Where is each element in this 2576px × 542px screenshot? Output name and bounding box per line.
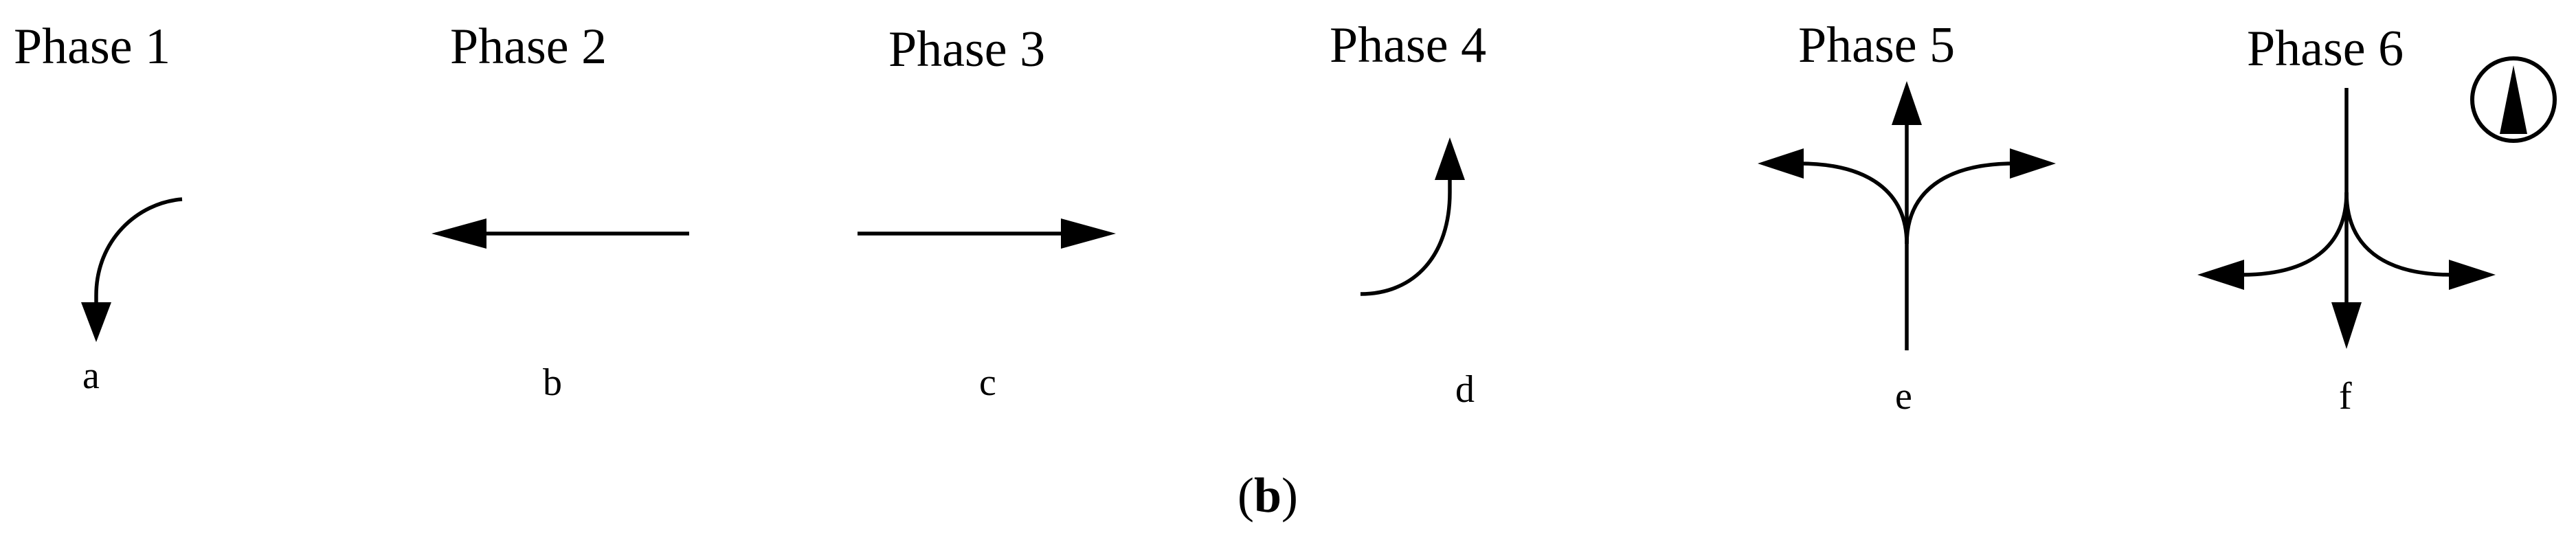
- caption-close-paren: ): [1281, 468, 1298, 523]
- north-arrow-icon: [2470, 56, 2557, 143]
- phase-1-letter: a: [82, 354, 100, 397]
- phase-5-movement-arrow: [1758, 81, 2056, 350]
- caption-open-paren: (: [1237, 468, 1254, 523]
- phase-3-letter: c: [979, 361, 996, 404]
- figure-caption: (b): [1237, 468, 1298, 523]
- caption-label: b: [1254, 468, 1281, 523]
- phase-2-movement-arrow: [432, 218, 689, 249]
- phase-5-letter: e: [1895, 375, 1912, 418]
- phase-6-letter: f: [2339, 375, 2352, 418]
- phase-3-title: Phase 3: [888, 21, 1045, 78]
- phase-2-title: Phase 2: [450, 19, 607, 75]
- phase-3-movement-arrow: [858, 218, 1116, 249]
- phase-1-movement-arrow: [81, 197, 183, 342]
- phase-6-title: Phase 6: [2247, 21, 2404, 77]
- phase-4-movement-arrow: [1360, 137, 1465, 296]
- phase-4-title: Phase 4: [1330, 17, 1486, 74]
- phase-4-letter: d: [1455, 368, 1475, 411]
- phase-5-title: Phase 5: [1798, 17, 1955, 74]
- phase-2-letter: b: [543, 361, 562, 404]
- phase-6-movement-arrow: [2197, 88, 2496, 349]
- phase-1-title: Phase 1: [14, 19, 170, 75]
